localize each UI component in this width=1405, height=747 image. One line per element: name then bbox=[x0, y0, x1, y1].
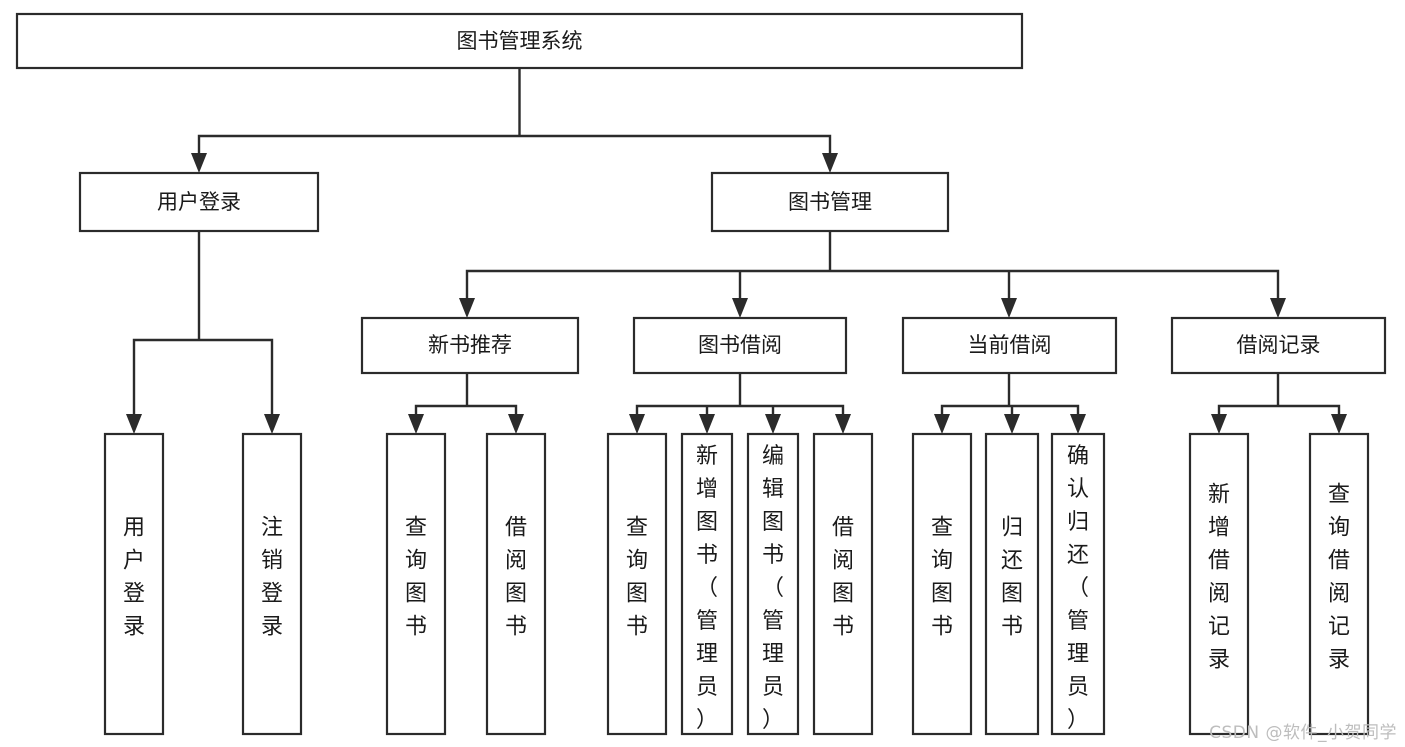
arrow-head-to-leaf-logout bbox=[264, 414, 280, 434]
node-leaf-logout-box bbox=[241, 432, 303, 736]
arrow-head-to-leaf-add-borrow-record bbox=[1211, 414, 1227, 434]
node-borrow-record[interactable]: 借阅记录 bbox=[1170, 316, 1387, 375]
node-leaf-query-book-current-label: 查询图书 bbox=[931, 516, 953, 640]
node-root-box bbox=[15, 12, 1024, 70]
node-leaf-add-borrow-record[interactable]: 新增借阅记录 bbox=[1188, 432, 1250, 736]
node-leaf-add-borrow-record-box bbox=[1188, 432, 1250, 736]
node-leaf-add-borrow-record-label: 新增借阅记录 bbox=[1208, 483, 1230, 673]
arrow-head-to-leaf-query-borrow-record bbox=[1331, 414, 1347, 434]
node-leaf-add-book-box bbox=[680, 432, 734, 736]
arrow-head-to-leaf-confirm-return bbox=[1070, 414, 1086, 434]
node-book-borrow-label: 图书借阅 bbox=[698, 333, 782, 357]
node-leaf-return-book-box bbox=[984, 432, 1040, 736]
node-leaf-add-book-label: 新增图书（管理员） bbox=[696, 444, 718, 733]
node-current-borrow[interactable]: 当前借阅 bbox=[901, 316, 1118, 375]
node-book-borrow-box bbox=[632, 316, 848, 375]
node-book-management-label: 图书管理 bbox=[788, 190, 872, 214]
node-leaf-query-book-borrow[interactable]: 查询图书 bbox=[606, 432, 668, 736]
node-leaf-confirm-return-box bbox=[1050, 432, 1106, 736]
arrow-head-to-leaf-borrow-book-recommend bbox=[508, 414, 524, 434]
arrow-head-to-leaf-query-book-recommend bbox=[408, 414, 424, 434]
node-new-book-recommend-label: 新书推荐 bbox=[428, 333, 512, 357]
node-leaf-query-book-borrow-label: 查询图书 bbox=[626, 516, 648, 640]
arrow-head-to-leaf-query-book-current bbox=[934, 414, 950, 434]
node-leaf-query-book-recommend-label: 查询图书 bbox=[405, 516, 427, 640]
node-leaf-edit-book-label: 编辑图书（管理员） bbox=[762, 444, 784, 733]
node-leaf-logout[interactable]: 注销登录 bbox=[241, 432, 303, 736]
node-leaf-user-login-label: 用户登录 bbox=[123, 516, 145, 640]
connector-book-borrow-to-leaves bbox=[635, 371, 845, 423]
node-book-borrow[interactable]: 图书借阅 bbox=[632, 316, 848, 375]
node-leaf-add-book[interactable]: 新增图书（管理员） bbox=[680, 432, 734, 736]
node-leaf-borrow-book-recommend-box bbox=[485, 432, 547, 736]
node-borrow-record-box bbox=[1170, 316, 1387, 375]
node-user-login[interactable]: 用户登录 bbox=[78, 171, 320, 233]
node-leaf-borrow-book-recommend[interactable]: 借阅图书 bbox=[485, 432, 547, 736]
node-book-management-box bbox=[710, 171, 950, 233]
node-leaf-user-login-box bbox=[103, 432, 165, 736]
arrow-head-to-book-management bbox=[822, 153, 838, 173]
node-current-borrow-label: 当前借阅 bbox=[968, 333, 1052, 357]
node-root-label: 图书管理系统 bbox=[457, 29, 583, 53]
node-leaf-return-book[interactable]: 归还图书 bbox=[984, 432, 1040, 736]
arrow-head-to-user-login bbox=[191, 153, 207, 173]
arrow-head-to-leaf-return-book bbox=[1004, 414, 1020, 434]
node-leaf-borrow-book-box bbox=[812, 432, 874, 736]
node-leaf-user-login[interactable]: 用户登录 bbox=[103, 432, 165, 736]
node-leaf-query-borrow-record-label: 查询借阅记录 bbox=[1328, 483, 1350, 673]
arrow-head-to-book-borrow bbox=[732, 298, 748, 318]
node-leaf-return-book-label: 归还图书 bbox=[1001, 516, 1023, 640]
connector-new-book-recommend-to-leaves bbox=[414, 371, 518, 423]
node-user-login-label: 用户登录 bbox=[157, 190, 241, 214]
node-root[interactable]: 图书管理系统 bbox=[15, 12, 1024, 70]
node-leaf-query-book-current-box bbox=[911, 432, 973, 736]
connector-book-management-to-level3-bus bbox=[465, 229, 1280, 307]
connector-current-borrow-to-leaves bbox=[940, 371, 1080, 423]
arrow-head-to-leaf-user-login bbox=[126, 414, 142, 434]
arrow-head-to-new-book-recommend bbox=[459, 298, 475, 318]
node-leaf-query-borrow-record-box bbox=[1308, 432, 1370, 736]
arrow-head-to-leaf-borrow-book bbox=[835, 414, 851, 434]
arrow-head-to-leaf-edit-book bbox=[765, 414, 781, 434]
node-leaf-edit-book-box bbox=[746, 432, 800, 736]
node-current-borrow-box bbox=[901, 316, 1118, 375]
node-leaf-borrow-book-recommend-label: 借阅图书 bbox=[505, 516, 527, 640]
connector-layer bbox=[126, 66, 1347, 434]
connector-user-login-to-leaves bbox=[132, 229, 274, 423]
node-leaf-edit-book[interactable]: 编辑图书（管理员） bbox=[746, 432, 800, 736]
arrow-head-to-leaf-add-book bbox=[699, 414, 715, 434]
node-leaf-borrow-book-label: 借阅图书 bbox=[832, 516, 854, 640]
node-leaf-query-book-current[interactable]: 查询图书 bbox=[911, 432, 973, 736]
node-leaf-query-book-borrow-box bbox=[606, 432, 668, 736]
node-leaf-borrow-book[interactable]: 借阅图书 bbox=[812, 432, 874, 736]
arrow-head-to-borrow-record bbox=[1270, 298, 1286, 318]
node-leaf-query-borrow-record[interactable]: 查询借阅记录 bbox=[1308, 432, 1370, 736]
connector-root-to-level2-bus bbox=[197, 66, 832, 162]
node-leaf-query-book-recommend-box bbox=[385, 432, 447, 736]
node-leaf-confirm-return-label: 确认归还（管理员） bbox=[1067, 444, 1089, 733]
node-new-book-recommend[interactable]: 新书推荐 bbox=[360, 316, 580, 375]
csdn-watermark: CSDN @软件_小贺同学 bbox=[1209, 723, 1397, 743]
node-leaf-confirm-return[interactable]: 确认归还（管理员） bbox=[1050, 432, 1106, 736]
node-borrow-record-label: 借阅记录 bbox=[1237, 333, 1321, 357]
node-leaf-query-book-recommend[interactable]: 查询图书 bbox=[385, 432, 447, 736]
connector-borrow-record-to-leaves bbox=[1217, 371, 1341, 423]
arrow-head-to-current-borrow bbox=[1001, 298, 1017, 318]
node-leaf-logout-label: 注销登录 bbox=[261, 516, 283, 640]
arrow-head-to-leaf-query-book-borrow bbox=[629, 414, 645, 434]
node-new-book-recommend-box bbox=[360, 316, 580, 375]
node-user-login-box bbox=[78, 171, 320, 233]
node-book-management[interactable]: 图书管理 bbox=[710, 171, 950, 233]
